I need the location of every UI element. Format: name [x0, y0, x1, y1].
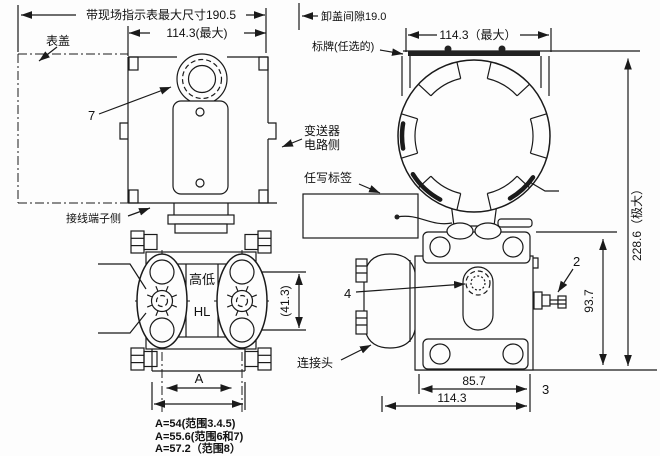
dim-body-width-label: 114.3 — [437, 391, 466, 405]
nameplate-leader — [379, 48, 404, 56]
dim-height-body-label: 93.7 — [582, 289, 596, 313]
note-a2: A=55.6(范围6和7) — [155, 429, 244, 443]
process-port — [229, 259, 255, 285]
process-port — [229, 317, 255, 343]
dim-a-label: A — [195, 371, 204, 386]
flange-bolt — [130, 347, 158, 371]
cover-shading — [399, 121, 536, 202]
tag-leader — [358, 183, 381, 194]
nameplate-label: 标牌(任选的) — [312, 39, 374, 53]
flange-bottom-edge — [151, 349, 246, 372]
right-view — [302, 45, 567, 371]
tag-wire — [396, 215, 453, 225]
bracket-plate-bottom — [422, 338, 529, 370]
cover-clamp-tab — [128, 189, 139, 204]
process-port — [149, 317, 175, 343]
callout-4: 4 — [344, 286, 351, 301]
dim-port-span-label: (41.3) — [278, 285, 292, 316]
manifold-bar-top — [145, 251, 257, 265]
dim-width-right-label: 114.3（最大） — [439, 28, 516, 42]
connector-label: 连接头 — [297, 355, 333, 370]
adjustment-dial-icon — [176, 53, 228, 105]
bolt-hole — [502, 236, 524, 258]
name-plate-panel — [172, 100, 229, 195]
screw-icon — [195, 107, 205, 117]
annotations: 带现场指示表最大尺寸190.5 114.3(最大) 表盖 7 变送器 电路侧 接… — [46, 7, 644, 455]
cover-castellation-notches — [401, 61, 547, 211]
vent-drain-valve — [533, 291, 567, 310]
cover-clamp-tab — [258, 189, 269, 204]
nameplate-screw — [444, 45, 452, 53]
screw-icon — [195, 178, 205, 188]
mounting-slot — [462, 266, 494, 331]
dim-bolt-span-label: 85.7 — [462, 374, 486, 388]
circuit-side-leader — [281, 138, 303, 148]
left-view — [98, 53, 277, 372]
housing-end-cover — [397, 59, 551, 213]
clearance-label: 卸盖间隙19.0 — [321, 9, 386, 23]
cover-clamp-tab — [128, 56, 139, 71]
cover-clamp-tab — [258, 56, 269, 71]
housing-outline — [119, 56, 277, 204]
bolt-hole — [429, 236, 451, 258]
cover-label: 表盖 — [46, 34, 70, 48]
high-low-label: 高低 — [189, 272, 215, 287]
terminal-side-leader — [127, 207, 151, 217]
neck-nut — [474, 222, 502, 240]
housing-neck — [173, 203, 229, 215]
cover-castellation-ring — [414, 77, 534, 195]
flange-bolt — [244, 230, 272, 254]
nameplate-bar — [408, 51, 540, 56]
callout-7-leader — [98, 86, 172, 115]
callout-leaders — [38, 46, 574, 361]
nameplate-screw — [498, 45, 506, 53]
tag-label: 任写标签 — [304, 170, 352, 185]
flange-bolt — [244, 347, 272, 371]
flange-bolt — [130, 230, 158, 254]
neck-nut — [446, 222, 474, 240]
cover-leader-line — [527, 180, 559, 192]
circuit-side-label-2: 电路侧 — [304, 137, 340, 152]
callout-4-leader — [355, 280, 466, 293]
bolt-hole — [502, 343, 524, 365]
dim-overall-label: 带现场指示表最大尺寸190.5 — [86, 7, 236, 22]
dimension-lines — [21, 11, 632, 410]
process-port — [149, 259, 175, 285]
callout-2: 2 — [573, 254, 580, 269]
flange-adapter-left — [136, 253, 188, 349]
note-a1: A=54(范围3.4.5) — [155, 416, 236, 430]
circuit-side-label-1: 变送器 — [304, 123, 340, 138]
bolt-hole — [429, 343, 451, 365]
dim-height-total-label: 228.6（极大） — [630, 183, 644, 261]
port-leader-lines — [98, 263, 147, 334]
flange-adapter-right — [216, 253, 268, 349]
slot-hole-hidden — [465, 270, 491, 296]
conduit-tray — [497, 218, 533, 228]
terminal-side-label: 接线端子侧 — [66, 211, 121, 225]
connector-bolt — [355, 258, 368, 283]
hl-label: HL — [194, 304, 211, 319]
dim-width-left-label: 114.3(最大) — [166, 26, 227, 40]
tag-wire-anchor — [394, 214, 400, 220]
manifold-bar-bottom — [145, 336, 257, 350]
callout-7: 7 — [88, 108, 95, 123]
note-a3: A=57.2（范围8） — [155, 441, 241, 455]
callout-2-leader — [557, 268, 574, 293]
cover-label-leader — [38, 46, 58, 62]
connector-bolt — [355, 310, 368, 335]
connector-leader — [340, 344, 372, 361]
connector-capsule — [363, 253, 417, 349]
callout-3: 3 — [542, 382, 549, 397]
